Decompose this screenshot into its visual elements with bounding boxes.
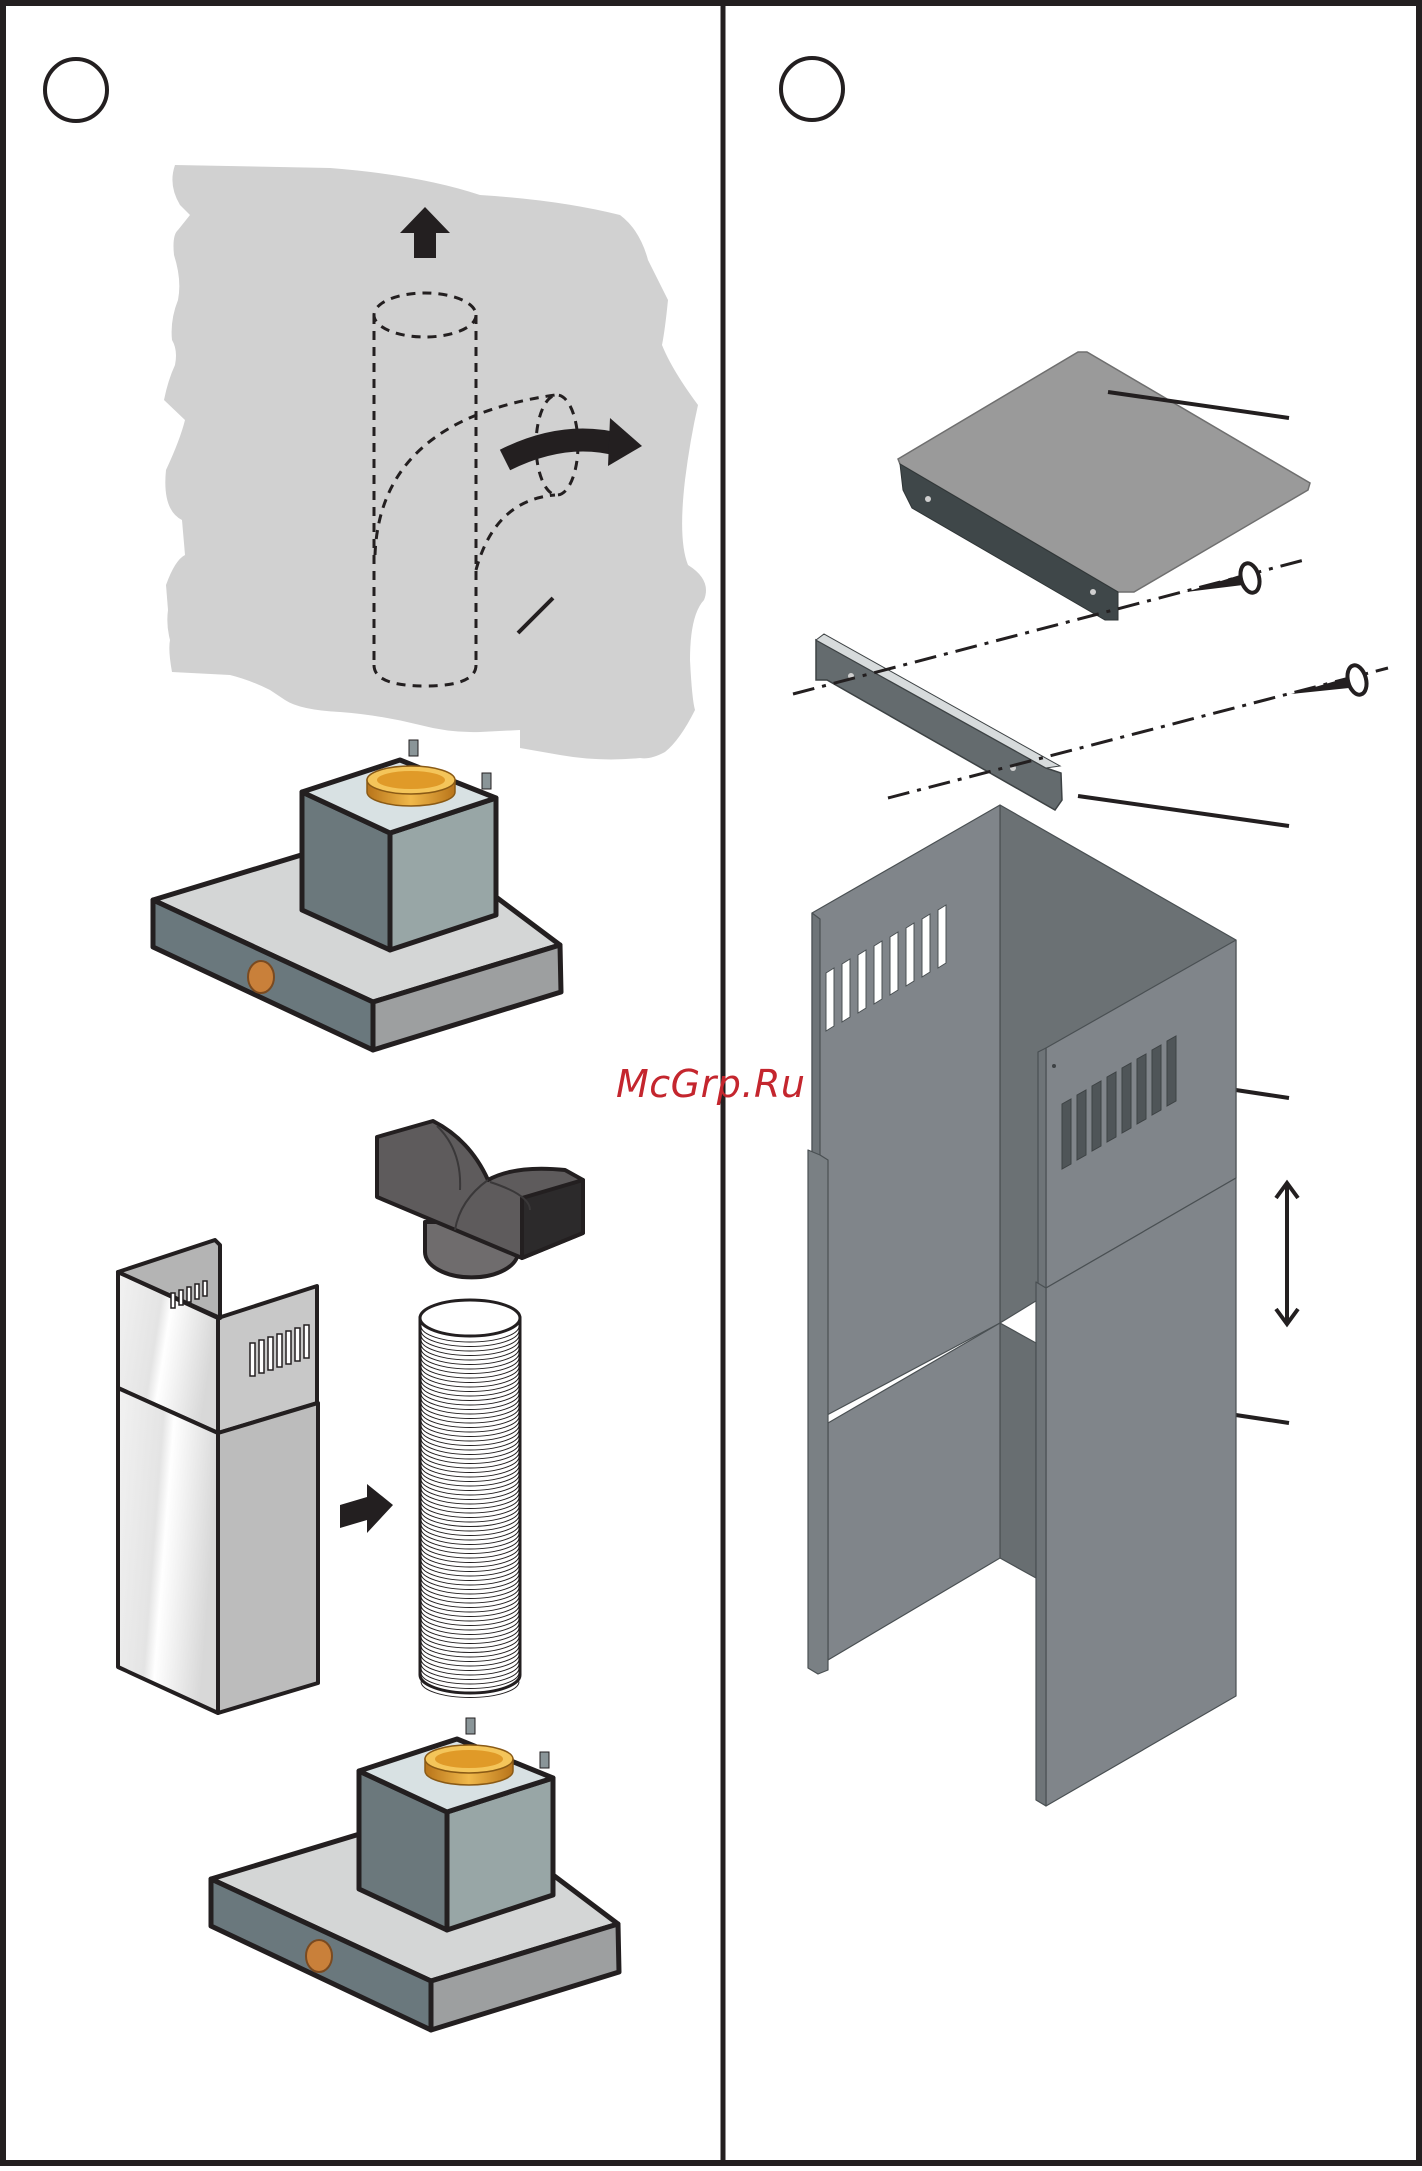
lower-cover-front [118,1388,218,1713]
right-arrow-icon [340,1484,393,1533]
lower-chimney-right [1046,1178,1236,1806]
range-hood-base-lower [211,1739,619,2030]
duct-top-opening [420,1300,520,1336]
lower-chimney-flange [808,1150,828,1674]
duct-adapter [377,1121,583,1277]
left-panel [45,59,706,2030]
right-panel [781,58,1388,1806]
step-badge-left [45,59,107,121]
range-hood-base [153,760,561,1050]
upper-chimney-left [812,805,1000,1423]
upper-chimney-right-flange [1038,1048,1046,1290]
chimney-cover-pair [118,1240,318,1713]
watermark: McGrp.Ru [616,1062,805,1106]
flexible-duct [420,1300,520,1698]
double-arrow-icon [1276,1183,1298,1324]
upper-chimney-screw-hole [1052,1064,1056,1068]
screw-icon-2 [1291,663,1370,697]
lower-chimney-right-flange [1036,1282,1046,1806]
screw-icon [1186,561,1263,595]
lower-chimney-back [1000,1323,1036,1578]
step-badge-right [781,58,843,120]
control-knob-lower [306,1940,332,1972]
control-knob [248,961,274,993]
lower-cover-side [218,1403,318,1713]
